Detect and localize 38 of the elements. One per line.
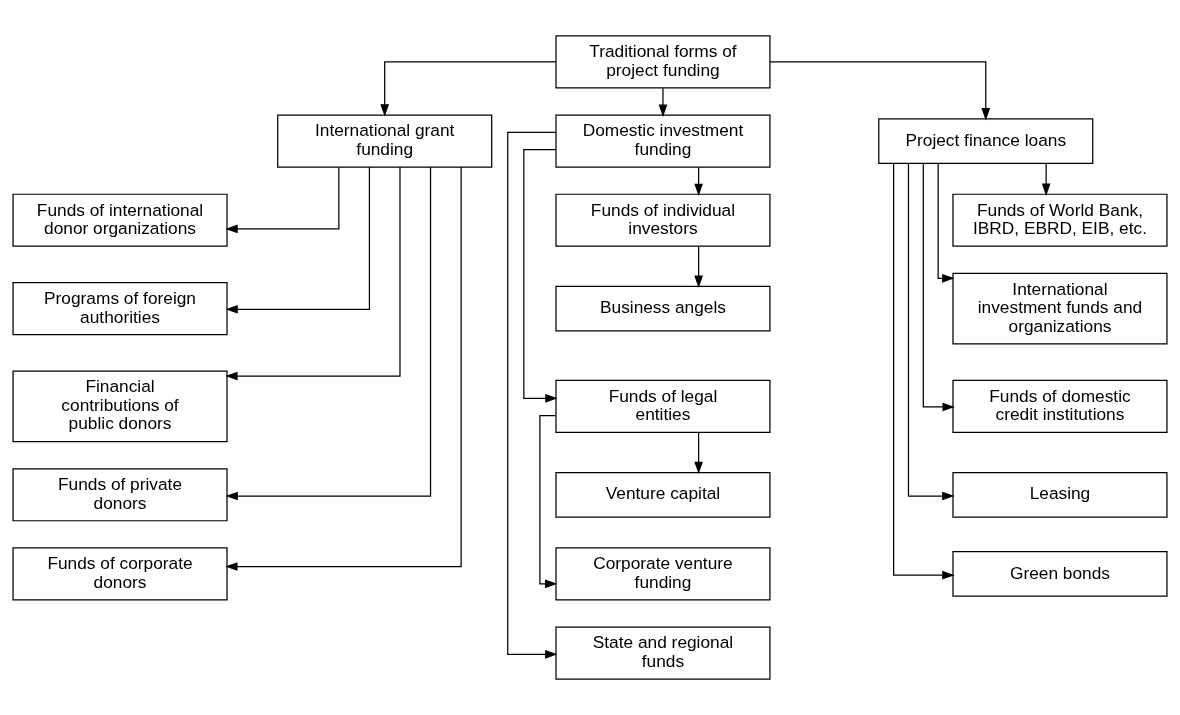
arrow bbox=[539, 415, 558, 589]
node-box: Project finance loans bbox=[878, 118, 1094, 164]
node-box: Funds of domestic credit institutions bbox=[952, 379, 1168, 433]
node-box: Domestic investment funding bbox=[555, 114, 771, 168]
node-box: International grant funding bbox=[277, 114, 493, 168]
arrow bbox=[1041, 162, 1051, 196]
arrow bbox=[893, 163, 955, 580]
node-box: International investment funds and organizations bbox=[952, 272, 1168, 345]
arrow bbox=[907, 163, 955, 501]
arrow bbox=[380, 61, 557, 117]
node-box: Programs of foreign authorities bbox=[12, 282, 228, 336]
node-box: Funds of private donors bbox=[12, 468, 228, 522]
arrow bbox=[225, 166, 432, 501]
arrow bbox=[694, 431, 703, 475]
arrow bbox=[922, 163, 955, 412]
node-box: Traditional forms of project funding bbox=[555, 35, 771, 89]
node-box: Green bonds bbox=[952, 551, 1168, 597]
node-box: Business angels bbox=[555, 285, 771, 332]
node-box: Funds of corporate donors bbox=[12, 547, 228, 601]
node-box: Funds of legal entities bbox=[555, 379, 771, 433]
arrow bbox=[937, 163, 955, 283]
arrow bbox=[225, 166, 371, 314]
arrow bbox=[769, 61, 991, 121]
node-box: Funds of individual investors bbox=[555, 193, 771, 247]
arrow bbox=[225, 166, 462, 571]
arrow bbox=[225, 166, 401, 381]
node-box: Corporate venture funding bbox=[555, 547, 771, 601]
node-box: Financial contributions of public donors bbox=[12, 370, 228, 443]
arrow bbox=[694, 245, 703, 288]
arrow bbox=[225, 166, 340, 234]
arrow bbox=[507, 131, 558, 659]
node-box: Leasing bbox=[952, 471, 1168, 518]
node-box: Funds of international donor organizations bbox=[12, 193, 228, 247]
node-box: State and regional funds bbox=[555, 626, 771, 680]
arrow bbox=[523, 149, 558, 403]
node-box: Venture capital bbox=[555, 471, 771, 518]
arrow bbox=[658, 87, 668, 117]
node-box: Funds of World Bank, IBRD, EBRD, EIB, etc. bbox=[952, 193, 1168, 247]
